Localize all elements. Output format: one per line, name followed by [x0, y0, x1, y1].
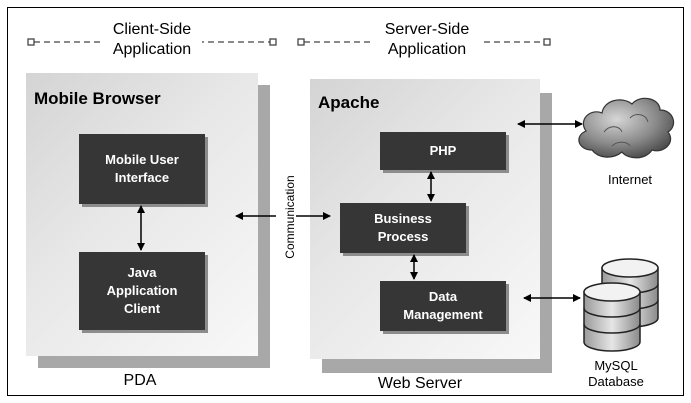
- mysql-database-label: MySQL Database: [588, 358, 644, 389]
- business-process-box: Business Process: [340, 203, 466, 253]
- data-management-box: Data Management: [380, 281, 506, 331]
- web-server-label: Web Server: [377, 375, 463, 392]
- pda-label: PDA: [123, 372, 157, 389]
- client-side-heading: Client-Side Application: [102, 20, 202, 60]
- java-client-box: Java Application Client: [79, 252, 205, 330]
- internet-label: Internet: [607, 172, 653, 187]
- mobile-ui-box: Mobile User Interface: [79, 134, 205, 204]
- client-panel-title: Mobile Browser: [34, 89, 161, 108]
- php-box: PHP: [380, 132, 506, 170]
- server-side-heading: Server-Side Application: [374, 20, 480, 60]
- server-panel-title: Apache: [318, 93, 380, 112]
